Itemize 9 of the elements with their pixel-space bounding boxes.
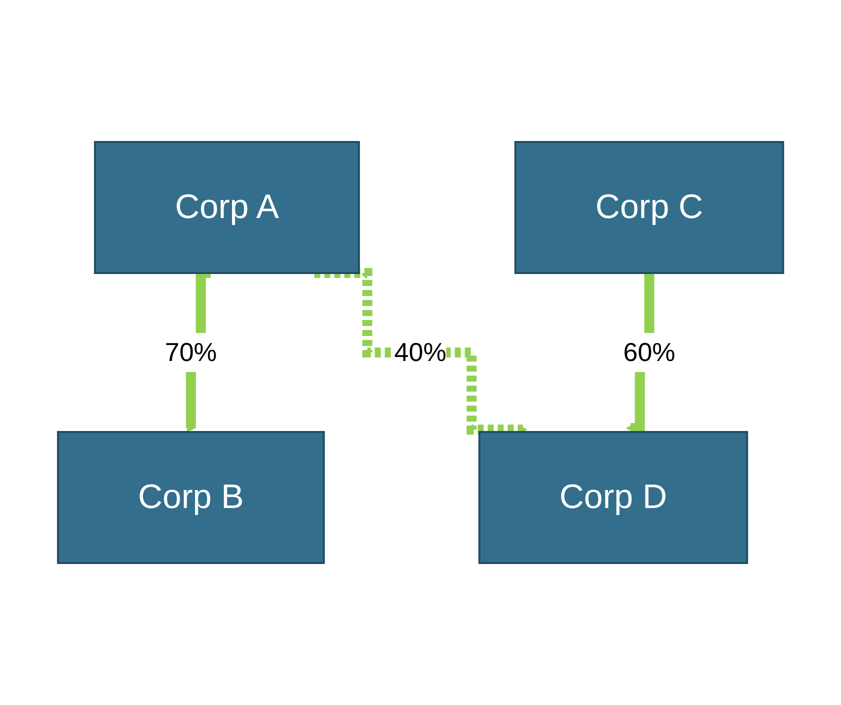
edge-label: 60% [623, 337, 676, 367]
node-box [56, 431, 325, 564]
flow-diagram: 70% 40% 60% Corp A Corp C Corp B Corp D [50, 0, 792, 705]
node-box [94, 141, 360, 274]
edge-label: 70% [164, 337, 217, 367]
node-box [478, 431, 748, 564]
node-box [514, 141, 784, 274]
arrow [314, 268, 528, 435]
edge-label: 40% [394, 337, 446, 367]
